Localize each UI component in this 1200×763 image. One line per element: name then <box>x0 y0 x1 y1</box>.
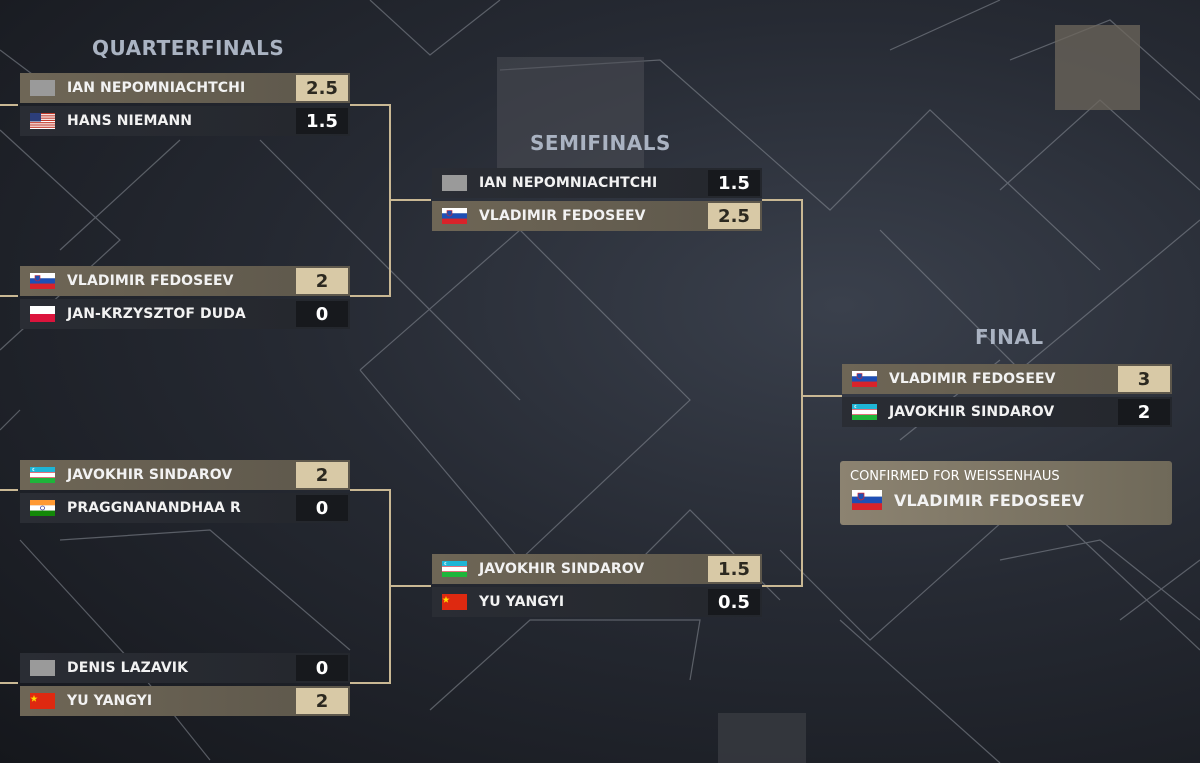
uzbekistan-flag-icon <box>442 561 467 577</box>
final-heading: FINAL <box>975 325 1044 349</box>
slovenia-flag-icon <box>442 208 467 224</box>
player-row: YU YANGYI 2 <box>20 686 350 716</box>
player-name: YU YANGYI <box>479 594 565 610</box>
uzbekistan-flag-icon <box>852 404 877 420</box>
player-name: YU YANGYI <box>67 693 153 709</box>
india-flag-icon <box>30 500 55 516</box>
china-flag-icon <box>30 693 55 709</box>
player-row: JAVOKHIR SINDAROV 2 <box>20 460 350 490</box>
player-score: 2 <box>296 268 348 294</box>
player-row: JAVOKHIR SINDAROV 2 <box>842 397 1172 427</box>
confirmed-player-name: VLADIMIR FEDOSEEV <box>894 490 1085 510</box>
player-name: VLADIMIR FEDOSEEV <box>479 208 646 224</box>
player-name: PRAGGNANANDHAA R <box>67 500 241 516</box>
neutral-flag-icon <box>30 660 55 676</box>
player-row: VLADIMIR FEDOSEEV 2 <box>20 266 350 296</box>
semifinals-heading: SEMIFINALS <box>530 131 671 155</box>
player-row: VLADIMIR FEDOSEEV 2.5 <box>432 201 762 231</box>
confirmed-label: CONFIRMED FOR WEISSENHAUS <box>850 469 1060 484</box>
player-score: 1.5 <box>296 108 348 134</box>
player-score: 3 <box>1118 366 1170 392</box>
player-score: 1.5 <box>708 556 760 582</box>
slovenia-flag-icon <box>852 490 882 510</box>
player-score: 0 <box>296 495 348 521</box>
poland-flag-icon <box>30 306 55 322</box>
player-row: YU YANGYI 0.5 <box>432 587 762 617</box>
neutral-flag-icon <box>442 175 467 191</box>
player-score: 2 <box>1118 399 1170 425</box>
slovenia-flag-icon <box>30 273 55 289</box>
confirmed-qualifier-card: CONFIRMED FOR WEISSENHAUS VLADIMIR FEDOS… <box>840 461 1172 525</box>
player-score: 2.5 <box>708 203 760 229</box>
player-row: VLADIMIR FEDOSEEV 3 <box>842 364 1172 394</box>
usa-flag-icon <box>30 113 55 129</box>
player-row: IAN NEPOMNIACHTCHI 1.5 <box>432 168 762 198</box>
player-name: JAVOKHIR SINDAROV <box>479 561 645 577</box>
player-score: 2 <box>296 688 348 714</box>
player-row: HANS NIEMANN 1.5 <box>20 106 350 136</box>
quarterfinal-match-4: DENIS LAZAVIK 0 YU YANGYI 2 <box>20 653 350 719</box>
uzbekistan-flag-icon <box>30 467 55 483</box>
player-row: JAN-KRZYSZTOF DUDA 0 <box>20 299 350 329</box>
player-row: JAVOKHIR SINDAROV 1.5 <box>432 554 762 584</box>
player-row: IAN NEPOMNIACHTCHI 2.5 <box>20 73 350 103</box>
player-name: IAN NEPOMNIACHTCHI <box>67 80 246 96</box>
player-name: IAN NEPOMNIACHTCHI <box>479 175 658 191</box>
player-name: HANS NIEMANN <box>67 113 193 129</box>
player-score: 2 <box>296 462 348 488</box>
player-name: JAN-KRZYSZTOF DUDA <box>67 306 246 322</box>
player-name: JAVOKHIR SINDAROV <box>889 404 1055 420</box>
player-name: VLADIMIR FEDOSEEV <box>67 273 234 289</box>
player-name: VLADIMIR FEDOSEEV <box>889 371 1056 387</box>
player-name: JAVOKHIR SINDAROV <box>67 467 233 483</box>
confirmed-player: VLADIMIR FEDOSEEV <box>850 490 1162 510</box>
neutral-flag-icon <box>30 80 55 96</box>
player-score: 0 <box>296 655 348 681</box>
player-score: 1.5 <box>708 170 760 196</box>
china-flag-icon <box>442 594 467 610</box>
player-score: 0 <box>296 301 348 327</box>
player-name: DENIS LAZAVIK <box>67 660 189 676</box>
player-score: 2.5 <box>296 75 348 101</box>
semifinal-match-2: JAVOKHIR SINDAROV 1.5 YU YANGYI 0.5 <box>432 554 762 620</box>
quarterfinals-heading: QUARTERFINALS <box>92 36 285 60</box>
player-row: PRAGGNANANDHAA R 0 <box>20 493 350 523</box>
player-row: DENIS LAZAVIK 0 <box>20 653 350 683</box>
player-score: 0.5 <box>708 589 760 615</box>
slovenia-flag-icon <box>852 371 877 387</box>
